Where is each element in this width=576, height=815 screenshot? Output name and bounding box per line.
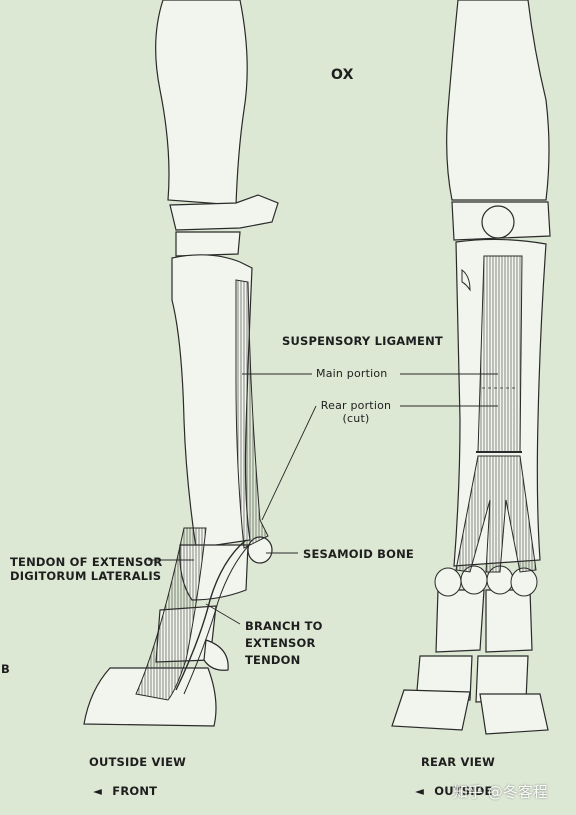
- right-suspensory-ligament: [477, 255, 523, 453]
- figure-title: OX: [331, 67, 354, 83]
- left-arrow-icon: ◄: [93, 784, 103, 798]
- right-ligament-branches: [455, 455, 537, 573]
- label-branch-line2: EXTENSOR: [245, 636, 316, 650]
- outside-view-direction: ◄ FRONT: [93, 784, 157, 798]
- left-dewclaw: [203, 639, 229, 671]
- label-branch-line1: BRANCH TO: [245, 619, 323, 633]
- right-hoof: [391, 689, 471, 731]
- left-radius-bone: [155, 0, 248, 206]
- label-main-portion: Main portion: [316, 367, 388, 380]
- left-suspensory-ligament: [235, 279, 269, 549]
- right-pastern-bone: [435, 589, 485, 653]
- label-rear-portion: Rear portion (cut): [318, 399, 394, 425]
- rear-view-caption: REAR VIEW: [421, 755, 495, 769]
- left-carpal-bone: [175, 231, 241, 257]
- label-suspensory-ligament: SUSPENSORY LIGAMENT: [282, 334, 443, 348]
- rear-view-direction: ◄ OUTSIDE: [415, 784, 493, 798]
- left-arrow-icon: ◄: [415, 784, 425, 798]
- label-tendon-extensor: TENDON OF EXTENSOR DIGITORUM LATERALIS: [10, 555, 162, 583]
- right-pastern-bone: [485, 589, 533, 653]
- right-carpal-bone: [481, 205, 515, 239]
- panel-letter: B: [1, 662, 10, 676]
- left-branch-tendon: [175, 539, 247, 691]
- right-hoof: [479, 693, 549, 735]
- front-label: FRONT: [112, 784, 158, 798]
- label-branch-line3: TENDON: [245, 653, 301, 667]
- label-sesamoid-bone: SESAMOID BONE: [303, 547, 414, 561]
- label-tendon-line1: TENDON OF EXTENSOR: [10, 555, 163, 569]
- label-branch-to-extensor-tendon: BRANCH TO EXTENSOR TENDON: [245, 618, 323, 669]
- watermark: 知乎 @冬客程: [453, 783, 548, 801]
- label-rear-portion-line1: Rear portion: [320, 399, 392, 412]
- outside-label: OUTSIDE: [434, 784, 493, 798]
- left-extensor-tendon: [135, 527, 207, 701]
- label-tendon-line2: DIGITORUM LATERALIS: [10, 569, 162, 583]
- leader-lines: [148, 373, 498, 625]
- rear-view-leg: [391, 0, 551, 735]
- right-sesamoid-bones: [434, 565, 538, 597]
- label-rear-portion-line2: (cut): [342, 412, 370, 425]
- left-carpal-bone: [169, 194, 279, 231]
- right-radius-bone: [446, 0, 550, 201]
- outside-view-caption: OUTSIDE VIEW: [89, 755, 187, 769]
